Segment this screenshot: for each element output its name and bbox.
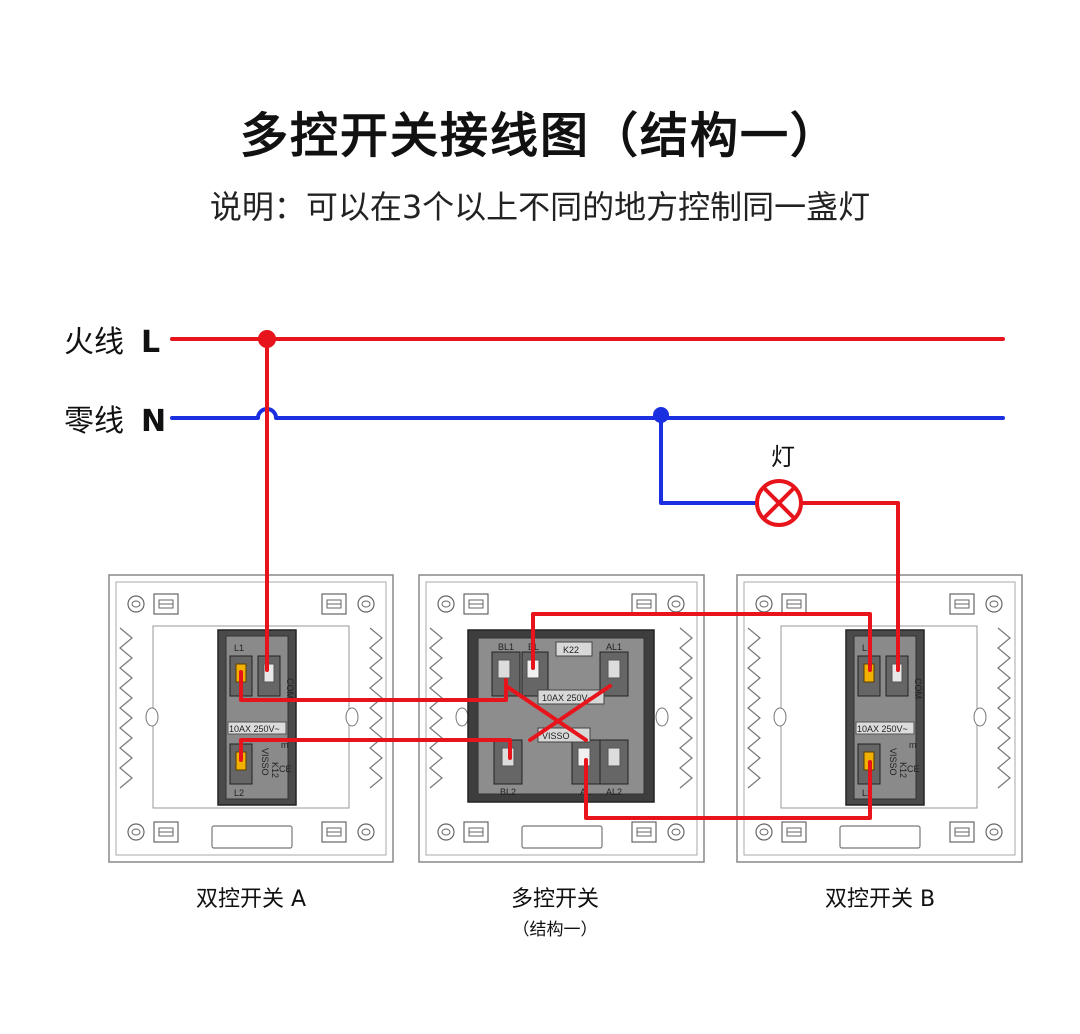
switch-multi-subcaption: （结构一）	[513, 920, 598, 940]
live-wire-label: 火线	[64, 325, 124, 360]
live-junction-dot	[258, 330, 276, 348]
multi-terminal-bl2: BL2	[500, 787, 516, 797]
switch-b-terminal-l1: L1	[862, 643, 872, 653]
switch-b-module	[845, 629, 925, 806]
neutral-to-lamp	[659, 416, 759, 505]
lamp-to-switch-b	[798, 501, 900, 672]
multi-brand: VISSO	[542, 731, 570, 741]
switch-a-l2-to-multi-bl2	[239, 738, 512, 762]
switch-a-model: K12	[270, 762, 280, 778]
multi-al1-to-switch-b-l1	[531, 612, 872, 672]
switch-a-rating: 10AX 250V~	[229, 724, 280, 734]
neutral-junction-dot	[653, 407, 669, 423]
neutral-wire-label: 零线	[64, 404, 124, 439]
diagram-subtitle: 说明：可以在3个以上不同的地方控制同一盏灯	[209, 188, 871, 226]
multi-model: K22	[563, 645, 579, 655]
switch-a-l1-to-multi-bl1	[239, 670, 508, 702]
switch-b-brand: VISSO	[888, 748, 898, 776]
multi-internal-cross-1	[504, 684, 588, 742]
switch-a-caption: 双控开关 A	[196, 887, 306, 912]
switch-b-mark-ce: CE	[907, 764, 920, 774]
switch-b-caption: 双控开关 B	[825, 887, 935, 912]
switch-multi-module	[467, 629, 655, 803]
lamp-label: 灯	[771, 443, 795, 471]
switch-multi-caption: 多控开关	[511, 887, 599, 912]
switch-a-brand: VISSO	[260, 748, 270, 776]
switch-b-terminal-l2: L2	[862, 788, 872, 798]
switch-a-module	[217, 629, 297, 806]
live-wire-letter: L	[141, 325, 160, 360]
multi-internal-cross-2	[528, 684, 612, 742]
switch-a-mark-ce: CE	[279, 764, 292, 774]
switch-b-mark-m: m	[909, 740, 917, 750]
switch-b-rating: 10AX 250V~	[857, 724, 908, 734]
switch-b-terminal-com: COM	[913, 678, 923, 699]
switch-b-model: K12	[898, 762, 908, 778]
multi-rating: 10AX 250V~	[542, 693, 593, 703]
lamp-icon	[755, 479, 803, 527]
neutral-wire	[170, 407, 1005, 420]
switch-a-terminal-l2: L2	[234, 788, 244, 798]
switch-a-mark-m: m	[281, 740, 289, 750]
switch-a-terminal-l1: L1	[234, 643, 244, 653]
diagram-title: 多控开关接线图（结构一）	[239, 108, 840, 164]
switch-a-plate	[108, 574, 394, 863]
multi-terminal-bl1: BL1	[498, 642, 514, 652]
switch-a-terminal-com: COM	[285, 678, 295, 699]
neutral-wire-letter: N	[141, 404, 166, 439]
multi-terminal-al2: AL2	[606, 787, 622, 797]
multi-al-to-switch-b-l2	[584, 758, 872, 820]
multi-terminal-al1: AL1	[606, 642, 622, 652]
